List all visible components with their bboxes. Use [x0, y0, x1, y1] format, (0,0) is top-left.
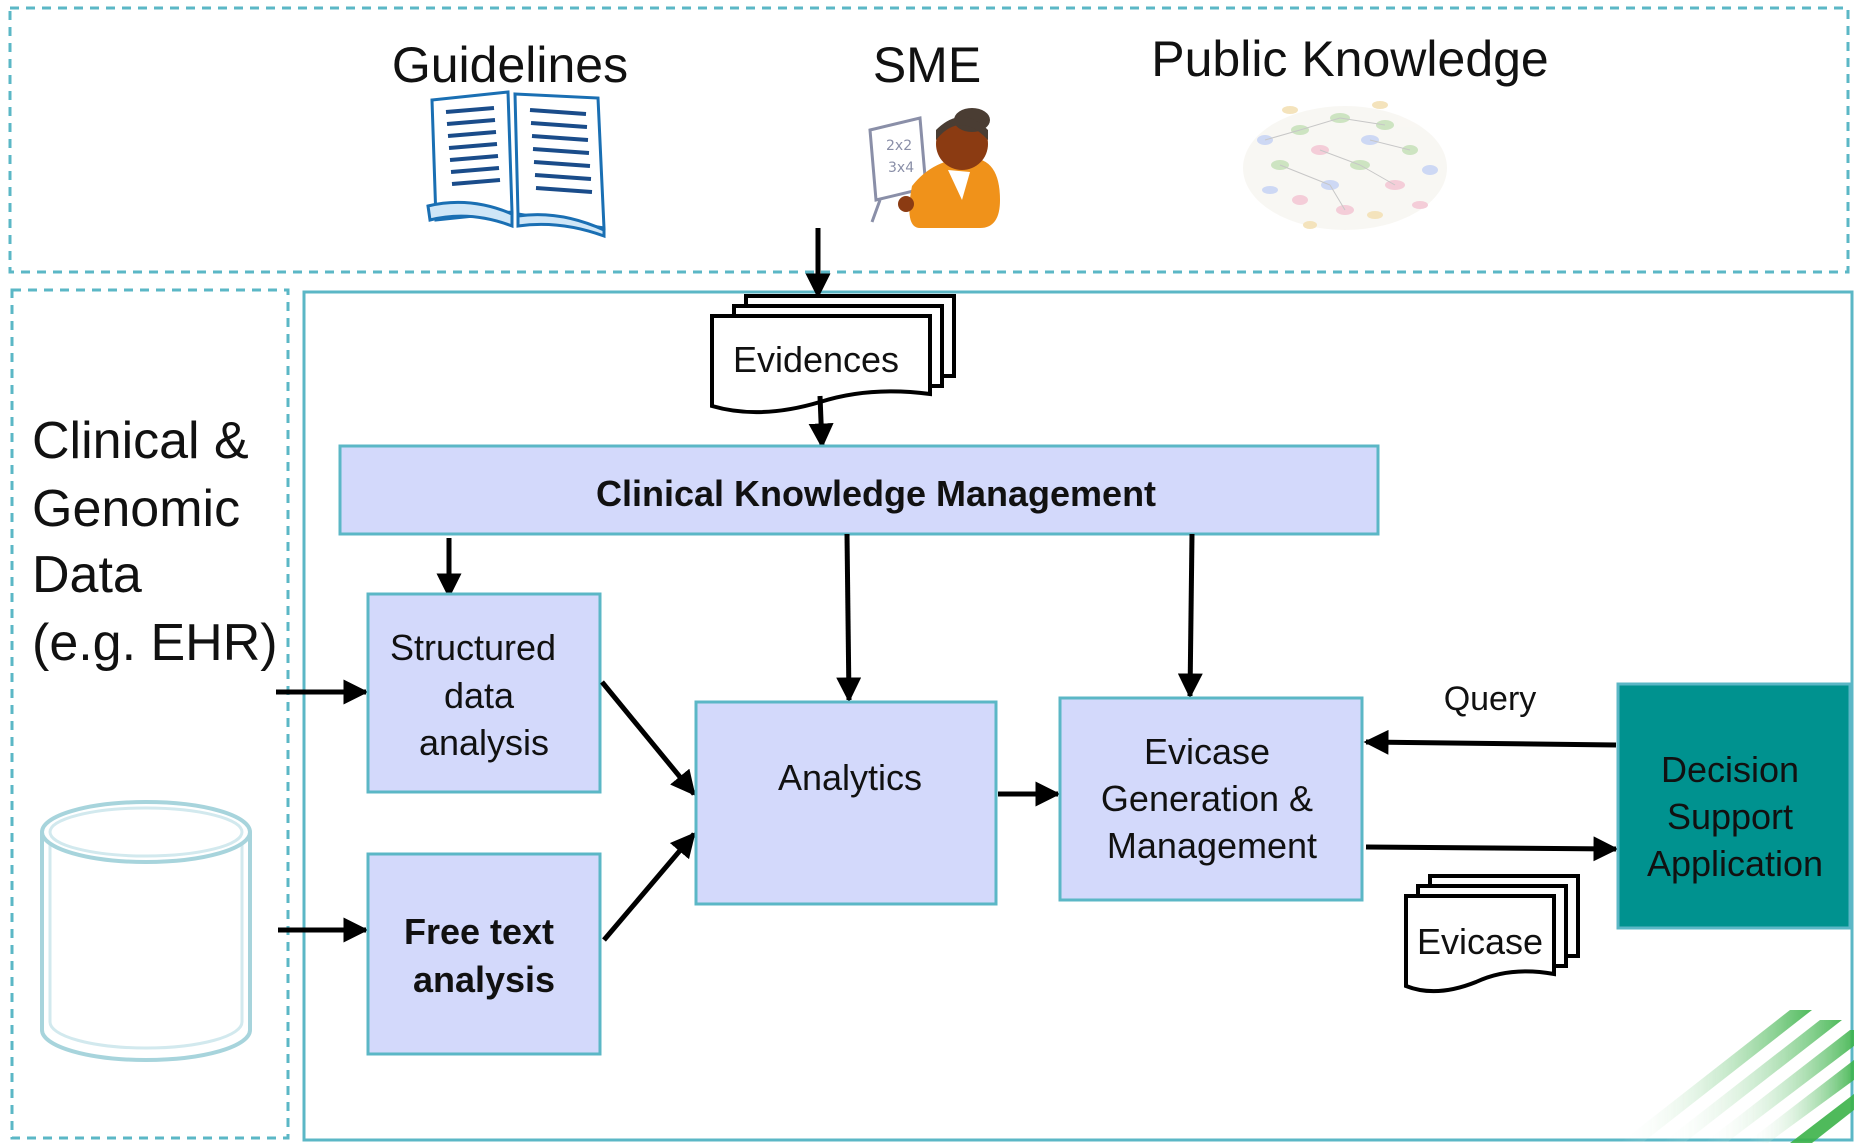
- evicase-doc-label: Evicase: [1417, 921, 1543, 962]
- sme-label: SME: [873, 37, 981, 93]
- arrow-evicase-to-dsa: [1365, 836, 1619, 862]
- data-source-label-line4: (e.g. EHR): [32, 614, 278, 672]
- decision-support-box: [1616, 682, 1852, 930]
- data-source-label-line3: Data: [32, 546, 142, 604]
- ckm-label: Clinical Knowledge Management: [596, 473, 1156, 514]
- arrow-query-to-evicase: [1363, 729, 1617, 755]
- arrow-evidences-to-ckm: [808, 395, 834, 449]
- analytics-box: [694, 700, 998, 906]
- ckm-box: [338, 444, 1380, 536]
- knowledge-sources-frame: [8, 6, 1850, 274]
- system-frame: [302, 290, 1854, 1142]
- arrow-ckm-to-analytics: [836, 533, 862, 703]
- arrow-freetext-to-analytics: [602, 832, 696, 942]
- evicase-document-stack: [1404, 874, 1580, 994]
- query-label: Query: [1444, 680, 1537, 718]
- structured-analysis-box: [366, 592, 602, 794]
- svg-text:3x4: 3x4: [888, 160, 914, 176]
- data-source-frame: [10, 288, 290, 1140]
- evicase-generation-label: Evicase Generation & Management: [1101, 731, 1323, 866]
- svg-text:2x2: 2x2: [886, 138, 912, 154]
- freetext-analysis-box: [366, 852, 602, 1056]
- guidelines-label: Guidelines: [392, 37, 628, 93]
- evicase-generation-box: [1058, 696, 1364, 902]
- open-book-icon: [426, 90, 606, 239]
- arrow-ckm-to-evicase: [1177, 533, 1203, 699]
- knowledge-graph-icon: [1243, 101, 1447, 230]
- teacher-icon: 2x2 3x4: [868, 108, 1000, 228]
- structured-analysis-label: Structured data analysis: [390, 627, 566, 763]
- evidences-document-stack: [710, 294, 956, 415]
- data-source-label: Clinical &: [32, 412, 249, 470]
- decorative-stripes: [1620, 1010, 1854, 1143]
- analytics-label: Analytics: [778, 757, 922, 798]
- database-cylinder-icon: [40, 800, 252, 1062]
- arrow-structured-to-analytics: [600, 680, 696, 796]
- public-knowledge-label: Public Knowledge: [1151, 31, 1549, 87]
- evidences-label: Evidences: [733, 339, 899, 380]
- decision-support-label: Decision Support Application: [1647, 749, 1823, 884]
- data-source-label-line2: Genomic: [32, 480, 240, 538]
- freetext-analysis-label: Free text analysis: [404, 911, 564, 1000]
